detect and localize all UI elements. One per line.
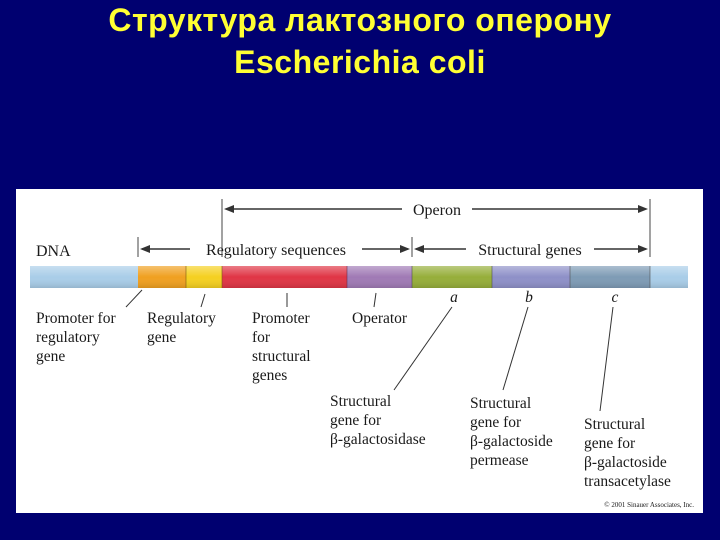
gene-a-letter: a [450,289,458,306]
lac-operon-diagram: DNA Operon Regulatory sequences [16,189,703,513]
regulatory-gene-label: Regulatory gene [147,310,220,346]
regulatory-sequences-arrow [140,245,410,253]
promoter-regulatory-label: Promoter for regulatory gene [36,310,120,365]
operator-label: Operator [352,310,408,327]
diagram-canvas: DNA Operon Regulatory sequences [30,199,694,509]
gene-a-label: Structural gene for β-galactosidase [330,393,426,448]
gene-b-label: Structural gene for β-galactoside permea… [470,395,557,469]
gene-c-label: Structural gene for β-galactoside transa… [584,416,671,490]
regulatory-sequences-label: Regulatory sequences [206,242,346,259]
dna-label: DNA [36,243,71,260]
promoter-structural-label: Promoter for structural genes [252,310,314,384]
slide-title-line1: Структура лактозного оперону [108,2,612,38]
operon-span-arrow [224,205,648,213]
dna-bar [30,266,688,288]
structural-genes-label: Structural genes [478,242,582,259]
slide-title-line2: Escherichia coli [234,44,486,80]
gene-c-letter: c [612,289,619,306]
leader-lines [125,289,614,412]
operon-label: Operon [413,202,461,219]
gene-b-letter: b [525,289,533,306]
copyright-credit: © 2001 Sinauer Associates, Inc. [604,501,694,509]
structural-genes-arrow [414,245,648,253]
